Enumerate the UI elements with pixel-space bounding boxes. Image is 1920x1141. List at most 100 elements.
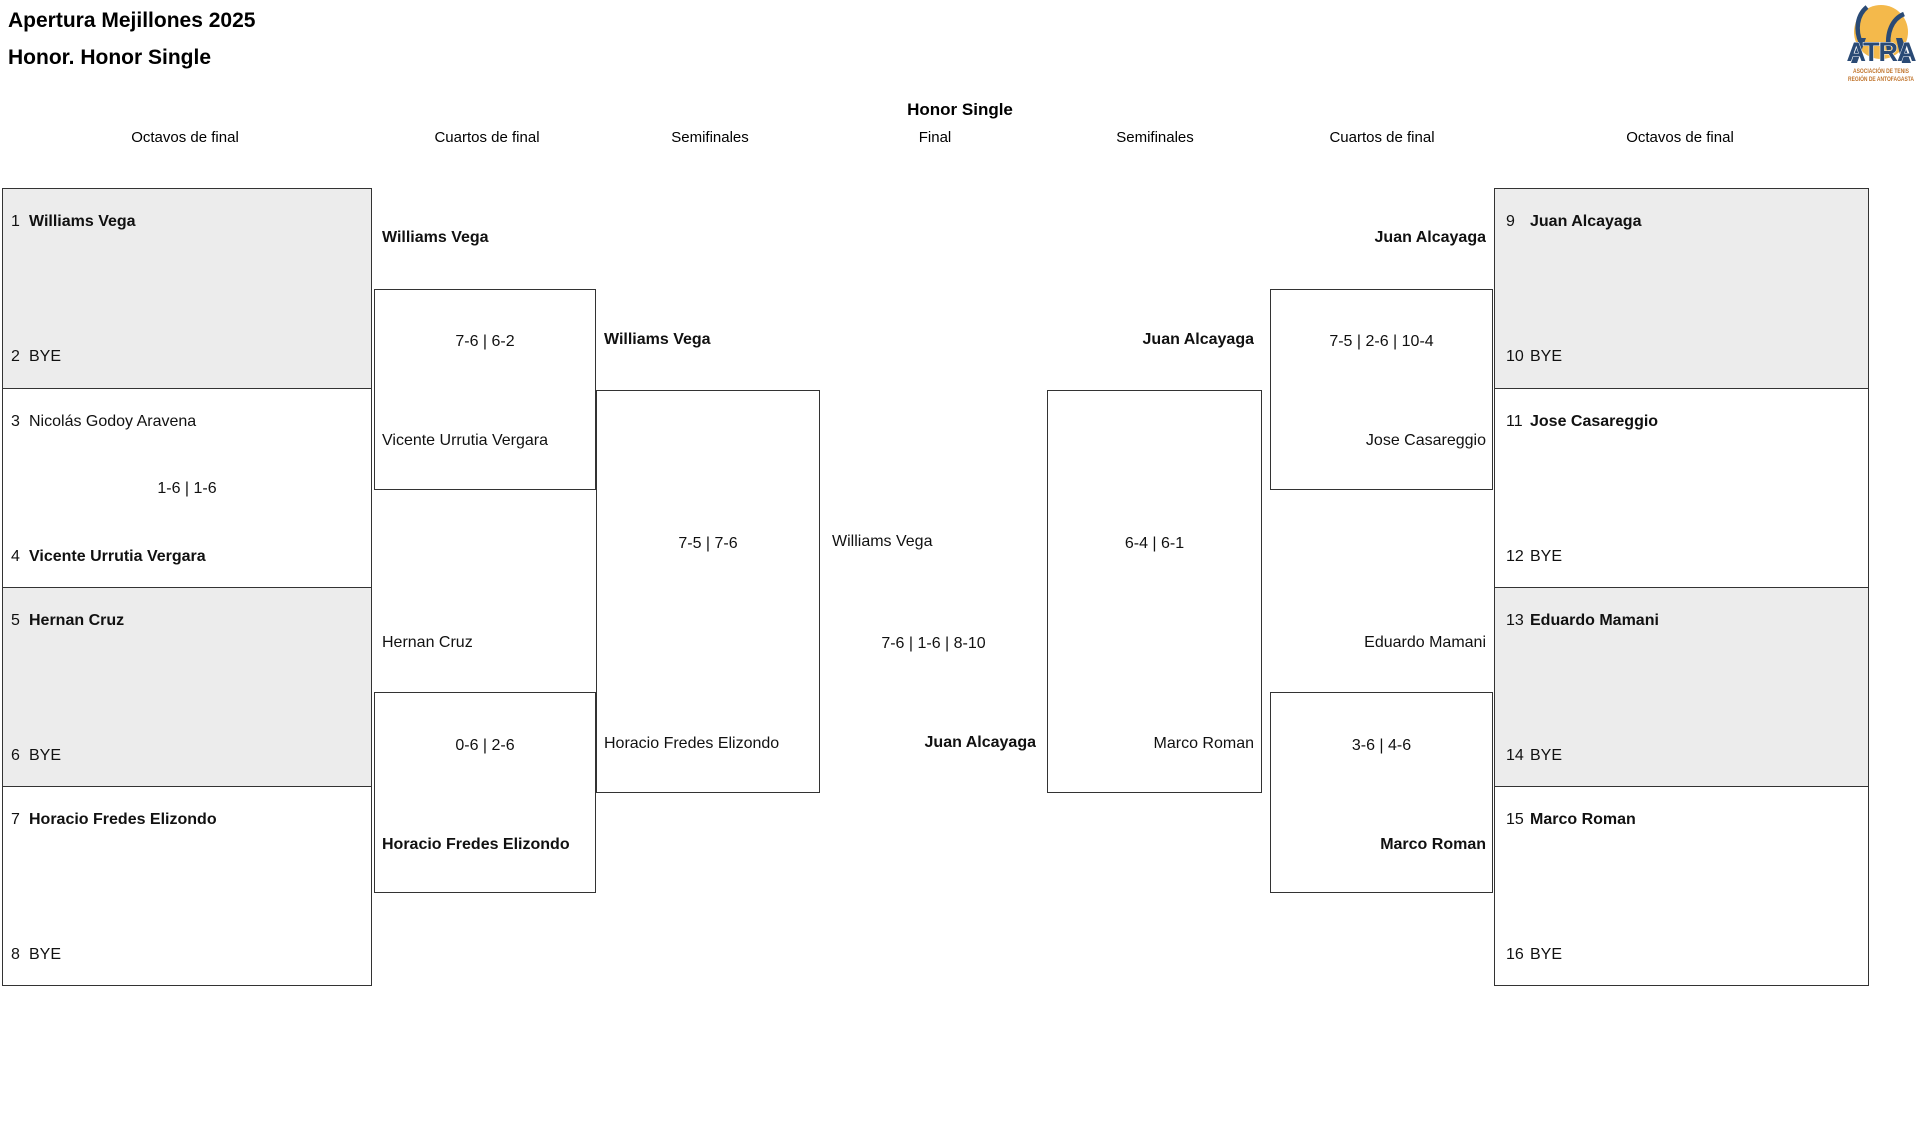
player-label: Eduardo Mamani: [1364, 634, 1486, 651]
player-row: 1 Williams Vega: [11, 213, 368, 231]
player-row: 13 Eduardo Mamani: [1506, 612, 1865, 630]
seed-number: 6: [11, 747, 20, 764]
bracket-title: Honor Single: [907, 100, 1013, 119]
seed-number: 14: [1506, 747, 1524, 764]
seed-number: 5: [11, 612, 20, 629]
player-name: Marco Roman: [1530, 811, 1636, 828]
seed-number: 4: [11, 548, 20, 565]
player-name: Juan Alcayaga: [1530, 213, 1642, 230]
player-name: Nicolás Godoy Aravena: [29, 413, 197, 430]
player-row: 12 BYE: [1506, 548, 1865, 566]
seed-number: 12: [1506, 548, 1524, 565]
player-label: Horacio Fredes Elizondo: [382, 836, 570, 853]
logo-acronym: ATRA: [1847, 37, 1916, 67]
player-label: Jose Casareggio: [1365, 432, 1486, 449]
category-subtitle: Honor. Honor Single: [8, 46, 211, 69]
logo-subtitle-1: ASOCIACIÓN DE TENIS: [1853, 67, 1909, 75]
round-header-cuartos-right: Cuartos de final: [1329, 129, 1435, 146]
round-header-octavos-right: Octavos de final: [1626, 129, 1734, 146]
player-row: 5 Hernan Cruz: [11, 612, 368, 630]
match-cuartos-left-2-box: [374, 692, 596, 893]
player-label: Marco Roman: [1153, 735, 1254, 752]
player-name: BYE: [29, 747, 62, 764]
match-cuartos-right-2-box: [1270, 692, 1493, 893]
atra-logo: ATRA ASOCIACIÓN DE TENIS REGIÓN DE ANTOF…: [1846, 5, 1917, 83]
player-row: 2 BYE: [11, 348, 368, 366]
seed-number: 9: [1506, 213, 1515, 230]
player-name: BYE: [1530, 747, 1563, 764]
player-row: 14 BYE: [1506, 747, 1865, 765]
player-row: 7 Horacio Fredes Elizondo: [11, 811, 368, 829]
player-name: Jose Casareggio: [1530, 413, 1659, 430]
tournament-title: Apertura Mejillones 2025: [8, 9, 256, 32]
seed-number: 2: [11, 348, 20, 365]
seed-number: 13: [1506, 612, 1524, 629]
match-score: 7-5 | 7-6: [678, 535, 738, 552]
player-row: 8 BYE: [11, 946, 368, 964]
player-name: BYE: [1530, 946, 1563, 963]
player-label: Juan Alcayaga: [1142, 331, 1254, 348]
match-octavos-left-3: 5 Hernan Cruz 6 BYE: [3, 587, 371, 786]
champion-label: Juan Alcayaga: [924, 734, 1036, 751]
logo-subtitle-2: REGIÓN DE ANTOFAGASTA: [1848, 75, 1915, 83]
player-row: 3 Nicolás Godoy Aravena: [11, 413, 368, 431]
seed-number: 10: [1506, 348, 1524, 365]
match-octavos-right-4: 15 Marco Roman 16 BYE: [1495, 786, 1868, 985]
seed-number: 8: [11, 946, 20, 963]
seed-number: 16: [1506, 946, 1524, 963]
match-octavos-right-3: 13 Eduardo Mamani 14 BYE: [1495, 587, 1868, 786]
match-semifinal-right-box: [1047, 390, 1262, 793]
player-row: 11 Jose Casareggio: [1506, 413, 1865, 431]
match-score: 7-5 | 2-6 | 10-4: [1329, 333, 1434, 350]
player-label: Hernan Cruz: [382, 634, 473, 651]
round-header-octavos-left: Octavos de final: [131, 129, 239, 146]
seed-number: 3: [11, 413, 20, 430]
match-octavos-right-1: 9 Juan Alcayaga 10 BYE: [1495, 189, 1868, 388]
player-label: Williams Vega: [382, 229, 489, 246]
match-octavos-left-4: 7 Horacio Fredes Elizondo 8 BYE: [3, 786, 371, 985]
player-row: 6 BYE: [11, 747, 368, 765]
player-row: 9 Juan Alcayaga: [1506, 213, 1865, 231]
player-label: Juan Alcayaga: [1374, 229, 1486, 246]
seed-number: 7: [11, 811, 20, 828]
player-name: Williams Vega: [29, 213, 136, 230]
seed-number: 1: [11, 213, 20, 230]
player-name: Eduardo Mamani: [1530, 612, 1659, 629]
player-name: Horacio Fredes Elizondo: [29, 811, 217, 828]
player-row: 10 BYE: [1506, 348, 1865, 366]
player-label: Williams Vega: [604, 331, 711, 348]
match-cuartos-right-1-box: [1270, 289, 1493, 490]
final-score: 7-6 | 1-6 | 8-10: [881, 635, 986, 652]
match-score: 3-6 | 4-6: [1351, 737, 1412, 754]
match-semifinal-left-box: [596, 390, 820, 793]
player-name: BYE: [29, 348, 62, 365]
seed-number: 11: [1506, 413, 1523, 430]
player-name: BYE: [1530, 548, 1563, 565]
round-header-semis-right: Semifinales: [1116, 129, 1194, 146]
round-header-final: Final: [918, 129, 952, 146]
round-header-cuartos-left: Cuartos de final: [434, 129, 540, 146]
player-label: Horacio Fredes Elizondo: [604, 735, 780, 752]
match-score: 1-6 | 1-6: [157, 480, 217, 497]
player-name: BYE: [29, 946, 62, 963]
player-row: 15 Marco Roman: [1506, 811, 1865, 829]
round-header-semis-left: Semifinales: [671, 129, 749, 146]
finalist-label: Williams Vega: [832, 533, 933, 550]
player-row: 16 BYE: [1506, 946, 1865, 964]
match-score: 7-6 | 6-2: [455, 333, 515, 350]
page-title: Apertura Mejillones 2025 Honor. Honor Si…: [8, 2, 255, 76]
seed-number: 15: [1506, 811, 1524, 828]
player-name: Vicente Urrutia Vergara: [29, 548, 206, 565]
match-cuartos-left-1-box: [374, 289, 596, 490]
player-label: Marco Roman: [1380, 836, 1486, 853]
player-name: Hernan Cruz: [29, 612, 125, 629]
match-score: 0-6 | 2-6: [455, 737, 515, 754]
match-octavos-left-1: 1 Williams Vega 2 BYE: [3, 189, 371, 388]
match-octavos-left-2: 3 Nicolás Godoy Aravena 1-6 | 1-6 4 Vicent…: [3, 388, 371, 587]
match-score: 6-4 | 6-1: [1124, 535, 1185, 552]
player-label: Vicente Urrutia Vergara: [382, 432, 549, 449]
player-name: BYE: [1530, 348, 1563, 365]
